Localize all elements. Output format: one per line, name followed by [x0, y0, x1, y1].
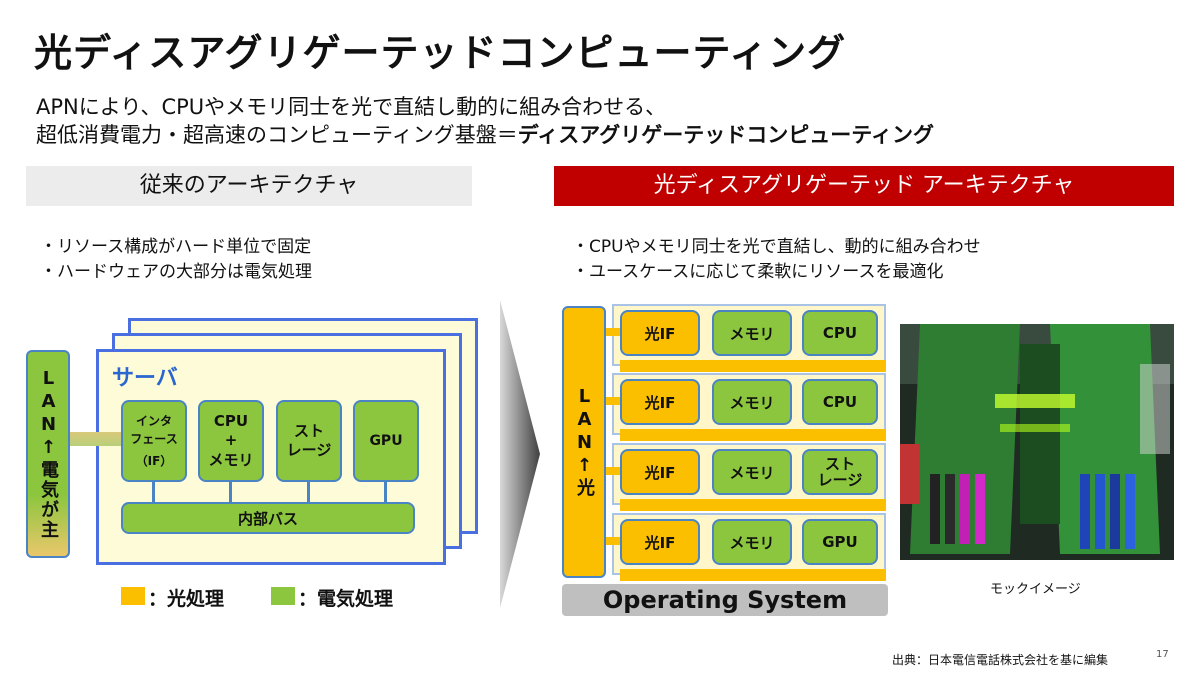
resource-label-line2: レージ	[817, 471, 863, 489]
subtitle-line2-bold: ディスアグリゲーテッドコンピューティング	[517, 123, 934, 147]
component-interface-line3: （IF）	[135, 454, 173, 468]
resource-box: ストレージ	[802, 449, 878, 495]
left-bullet-1: ・リソース構成がハード単位で固定	[40, 237, 312, 257]
legend-electric-label: ：電気処理	[298, 588, 394, 610]
component-cpu-memory: CPU + メモリ	[198, 400, 264, 482]
lan-electric-label: LAN↑電気が主	[38, 368, 59, 540]
internal-bus-label: 内部バス	[237, 509, 298, 528]
operating-system-bar: Operating System	[562, 584, 888, 616]
optical-if-label: 光IF	[644, 533, 676, 552]
resource-label: CPU	[822, 323, 858, 342]
optical-if-label: 光IF	[644, 324, 676, 343]
right-bullet-1: ・CPUやメモリ同士を光で直結し、動的に組み合わせ	[572, 237, 981, 257]
internal-bus: 内部バス	[121, 502, 415, 534]
lan-link	[70, 432, 124, 446]
component-cpu-line1: CPU	[213, 411, 249, 430]
optical-if-box: 光IF	[620, 519, 700, 565]
subtitle-line2-plain: 超低消費電力・超高速のコンピューティング基盤＝	[36, 123, 518, 147]
legend-electric-swatch	[271, 587, 295, 605]
resource-label: GPU	[822, 532, 858, 551]
row-optical-link	[620, 429, 886, 441]
bus-connector	[152, 482, 155, 502]
subtitle-line1: APNにより、CPUやメモリ同士を光で直結し動的に組み合わせる、	[36, 95, 667, 119]
source-note: 出典：日本電信電話株式会社を基に編集	[892, 653, 1109, 667]
legend-optical-swatch	[121, 587, 145, 605]
memory-label: メモリ	[729, 324, 775, 343]
component-storage-line1: スト	[293, 421, 324, 440]
memory-box: メモリ	[712, 449, 792, 495]
memory-box: メモリ	[712, 379, 792, 425]
component-storage-line2: レージ	[286, 441, 332, 459]
lan-optical: LAN↑光	[562, 306, 606, 578]
component-gpu-label: GPU	[369, 433, 403, 449]
optical-if-box: 光IF	[620, 379, 700, 425]
component-storage: スト レージ	[276, 400, 342, 482]
right-bullet-2: ・ユースケースに応じて柔軟にリソースを最適化	[572, 262, 944, 282]
memory-label: メモリ	[729, 533, 775, 552]
mock-image-caption: モックイメージ	[990, 582, 1081, 597]
component-interface-line1: インタ	[135, 414, 172, 428]
resource-box: CPU	[802, 379, 878, 425]
memory-label: メモリ	[729, 463, 775, 482]
optical-if-label: 光IF	[644, 463, 676, 482]
resource-label-line1: スト	[824, 454, 855, 473]
server-rack-photo-icon	[900, 324, 1174, 560]
resource-box: GPU	[802, 519, 878, 565]
optical-if-label: 光IF	[644, 393, 676, 412]
row-lan-link	[606, 328, 620, 336]
server-label: サーバ	[112, 366, 178, 391]
component-gpu: GPU	[353, 400, 419, 482]
lan-electric: LAN↑電気が主	[26, 350, 70, 558]
transition-arrow-icon	[500, 300, 540, 608]
row-lan-link	[606, 397, 620, 405]
row-optical-link	[620, 499, 886, 511]
page-title: 光ディスアグリゲーテッドコンピューティング	[34, 31, 847, 75]
row-lan-link	[606, 467, 620, 475]
memory-label: メモリ	[729, 393, 775, 412]
row-optical-link	[620, 569, 886, 581]
resource-box: CPU	[802, 310, 878, 356]
resource-label: CPU	[822, 392, 858, 411]
mock-image	[900, 324, 1174, 560]
bus-connector	[307, 482, 310, 502]
bus-connector	[229, 482, 232, 502]
subtitle-line2: 超低消費電力・超高速のコンピューティング基盤＝ディスアグリゲーテッドコンピューテ…	[36, 119, 934, 149]
optical-if-box: 光IF	[620, 449, 700, 495]
optical-arch-header: 光ディスアグリゲーテッド アーキテクチャ	[554, 166, 1174, 206]
left-bullet-2: ・ハードウェアの大部分は電気処理	[40, 262, 312, 282]
memory-box: メモリ	[712, 310, 792, 356]
component-interface: インタ フェース （IF）	[121, 400, 187, 482]
optical-if-box: 光IF	[620, 310, 700, 356]
lan-optical-label: LAN↑光	[574, 386, 595, 498]
conventional-arch-header: 従来のアーキテクチャ	[26, 166, 472, 206]
component-interface-line2: フェース	[130, 432, 178, 446]
component-cpu-line2: +	[224, 431, 238, 450]
row-optical-link	[620, 360, 886, 372]
page-number: 17	[1156, 649, 1169, 660]
component-cpu-line3: メモリ	[208, 450, 254, 469]
row-lan-link	[606, 537, 620, 545]
legend-optical-label: ：光処理	[148, 588, 225, 610]
memory-box: メモリ	[712, 519, 792, 565]
bus-connector	[384, 482, 387, 502]
